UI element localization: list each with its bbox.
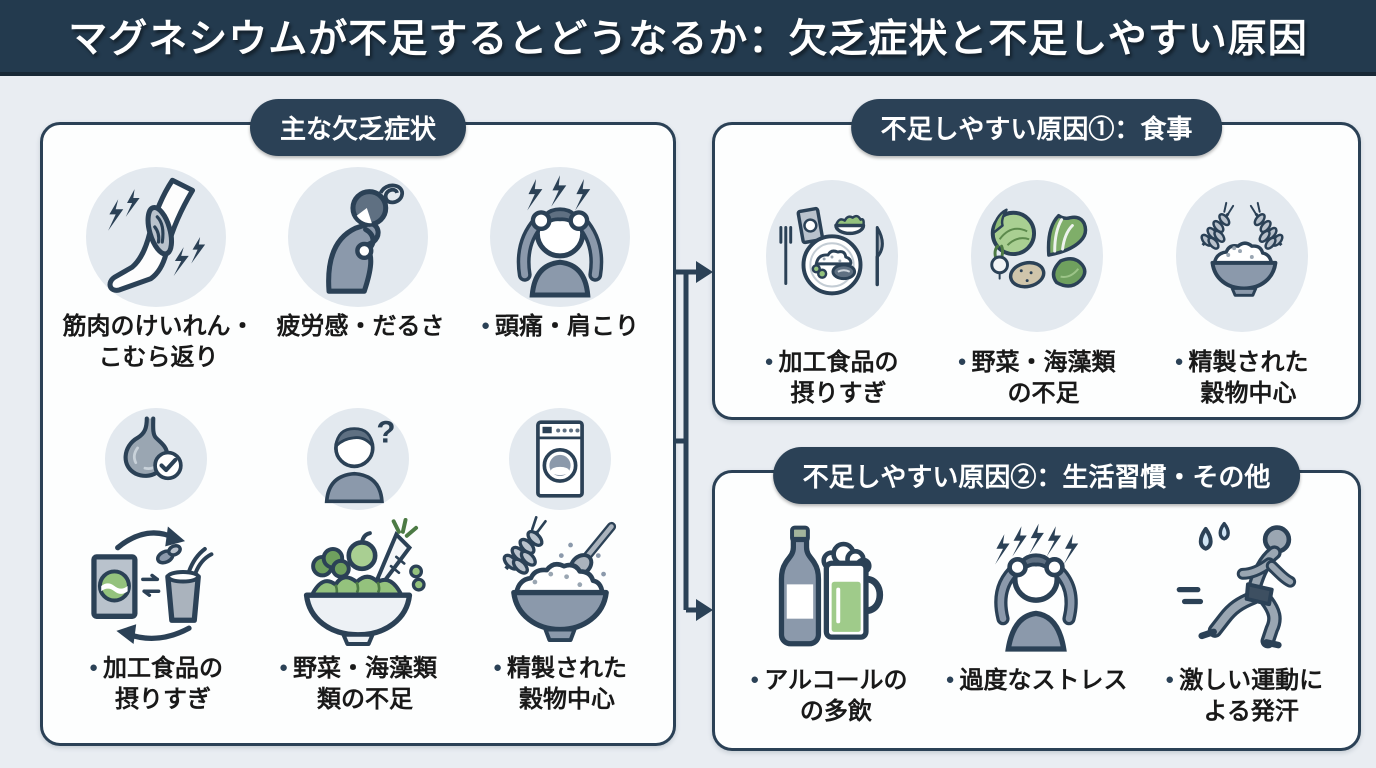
arrowhead-to-diet [696, 261, 713, 283]
symptom-icon-cell [55, 403, 257, 515]
lifestyle-causes-header: 不足しやすい原因②：生活習慣・その他 [772, 447, 1301, 504]
symptom-icon-cell [459, 163, 661, 311]
stomach-check-icon [105, 408, 207, 510]
cause-note-label: ● 加工食品の摂りすぎ [55, 653, 257, 735]
fatigue-person-icon [288, 167, 428, 307]
symptom-label: ● 頭痛・肩こり [459, 311, 661, 403]
main-symptoms-header: 主な欠乏症状 [249, 99, 467, 156]
leg-muscle-cramp-icon [86, 167, 226, 307]
symptom-icon-cell [55, 163, 257, 311]
lifestyle-cause-label: ● 激しい運動による発汗 [1140, 665, 1348, 744]
main-symptoms-grid: 筋肉のけいれん・こむら返り 疲労感・だるさ ● 頭痛・肩こり ? [55, 163, 661, 735]
lifestyle-icon-cell [725, 513, 933, 665]
wheat-rice-bowl-icon [1175, 180, 1308, 332]
bullet-dot: ● [945, 671, 955, 688]
symptom-label: 筋肉のけいれん・こむら返り [62, 313, 255, 372]
cause-note-label: ● 精製された穀物中心 [459, 653, 661, 735]
cause-icon-cell [459, 515, 661, 653]
cause-icon-cell [257, 515, 459, 653]
bullet-dot: ● [1174, 353, 1184, 370]
cause-icon-cell [55, 515, 257, 653]
bullet-dot: ● [750, 671, 760, 688]
lifestyle-cause-label: ● 過度なストレス [933, 665, 1141, 744]
diet-cause-label: ● 加工食品の摂りすぎ [729, 347, 934, 413]
lifestyle-causes-grid: ● アルコールのの多飲 ● 過度なストレス ● 激しい運動による発汗 [725, 513, 1348, 744]
main-symptoms-panel: 主な欠乏症状 [40, 99, 676, 746]
processed-food-cycle-icon [81, 516, 231, 653]
diet-icon-cell [934, 165, 1139, 347]
bullet-dot: ● [480, 317, 491, 334]
bullet-dot: ● [1165, 671, 1175, 688]
diet-causes-grid: ● 加工食品の摂りすぎ ● 野菜・海藻類の不足 ● 精製された穀物中心 [729, 165, 1344, 413]
svg-text:?: ? [376, 414, 395, 449]
symptom-icon-cell: ? [257, 403, 459, 515]
washing-machine-icon [509, 408, 611, 510]
arrowhead-to-lifestyle [696, 599, 713, 621]
bullet-dot: ● [88, 659, 99, 676]
headache-person-icon [490, 167, 630, 307]
lifestyle-cause-label: ● アルコールのの多飲 [725, 665, 933, 744]
lifestyle-icon-cell [933, 513, 1141, 665]
diet-causes-panel: 不足しやすい原因①：食事 [712, 99, 1361, 420]
diet-icon-cell [729, 165, 934, 347]
page-title: マグネシウムが不足するとどうなるか：欠乏症状と不足しやすい原因 [68, 18, 1308, 61]
bullet-dot: ● [492, 659, 503, 676]
diet-causes-header: 不足しやすい原因①：食事 [850, 99, 1223, 156]
running-sweat-icon [1169, 521, 1319, 658]
alcohol-bottle-beer-icon [754, 521, 904, 658]
diet-cause-label: ● 精製された穀物中心 [1139, 347, 1344, 413]
bullet-dot: ● [278, 659, 289, 676]
lifestyle-causes-panel: 不足しやすい原因②：生活習慣・その他 [712, 447, 1361, 751]
cause-note-label: ● 野菜・海藻類類の不足 [257, 653, 459, 735]
bullet-dot: ● [957, 353, 967, 370]
meal-plate-icon [765, 180, 898, 332]
stress-person-icon [961, 521, 1111, 658]
confused-person-icon: ? [307, 408, 409, 510]
symptom-icon-cell [257, 163, 459, 311]
leafy-vegetables-icon [970, 180, 1103, 332]
diet-cause-label: ● 野菜・海藻類の不足 [934, 347, 1139, 413]
lifestyle-icon-cell [1140, 513, 1348, 665]
rice-bowl-spoon-icon [485, 515, 635, 653]
salad-bowl-icon [283, 516, 433, 653]
diet-icon-cell [1139, 165, 1344, 347]
title-bar: マグネシウムが不足するとどうなるか：欠乏症状と不足しやすい原因 [0, 0, 1376, 76]
symptom-icon-cell [459, 403, 661, 515]
symptom-label: 疲労感・だるさ [276, 313, 445, 340]
bullet-dot: ● [764, 353, 774, 370]
